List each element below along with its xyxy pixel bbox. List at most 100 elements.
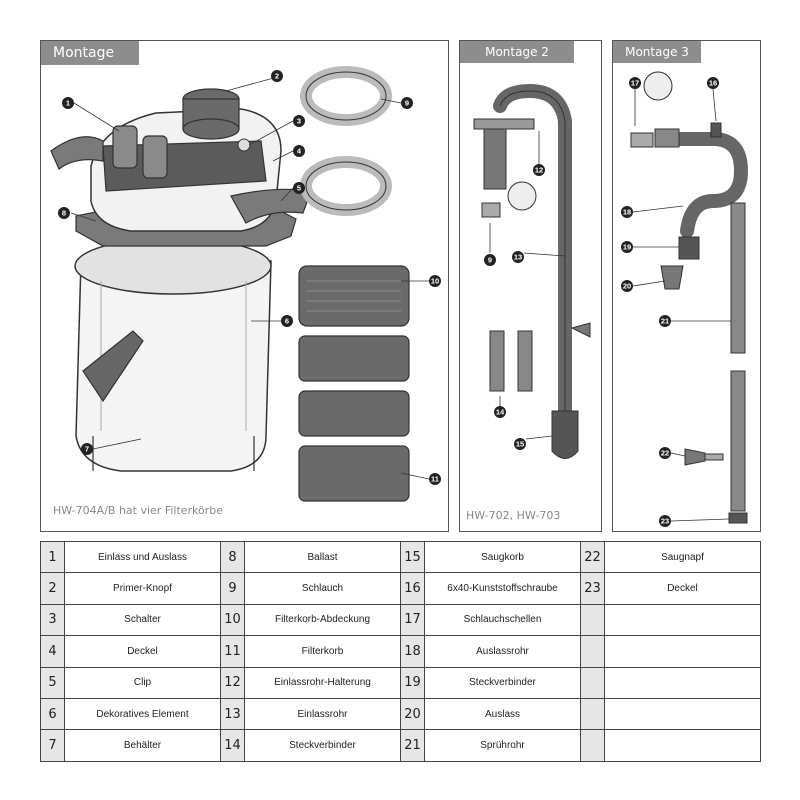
svg-text:13: 13: [514, 253, 522, 262]
part-label: Deckel: [604, 572, 761, 605]
part-label: Deckel: [64, 635, 221, 668]
callout-22: 22: [659, 447, 671, 459]
part-label: 6x40-Kunststoffschraube: [424, 572, 581, 605]
part-number: 16: [400, 572, 425, 605]
callout-18: 18: [621, 206, 633, 218]
part-number: 22: [580, 540, 605, 574]
part-label: Filterkorb-Abdeckung: [244, 603, 401, 637]
callout-6: 6: [281, 315, 293, 327]
hose-clamp-detail: [643, 71, 673, 101]
suction-cup: [684, 448, 706, 466]
part-number: 9: [220, 572, 245, 605]
svg-text:6: 6: [285, 317, 289, 326]
part-number: 21: [400, 729, 425, 762]
part-label: [604, 697, 761, 731]
svg-text:14: 14: [496, 408, 505, 417]
part-number: [580, 635, 605, 668]
part-label: Auslass: [424, 697, 581, 731]
part-number: 17: [400, 603, 425, 637]
filter-basket-3: [298, 445, 410, 502]
montage-1-panel: Montage 1: [40, 40, 449, 532]
callout-3: 3: [293, 115, 305, 127]
spray-bar-upper: [730, 202, 746, 354]
part-number: 15: [400, 540, 425, 574]
connector-b: [517, 330, 533, 392]
callout-9-hose: 9: [401, 97, 413, 109]
callout-4: 4: [293, 145, 305, 157]
montage-2-title: Montage 2: [460, 41, 574, 63]
part-number: 14: [220, 729, 245, 762]
part-label: [604, 666, 761, 699]
svg-text:12: 12: [535, 166, 543, 175]
decorative-element: [82, 330, 144, 403]
strainer: [551, 410, 579, 459]
part-number: 12: [220, 666, 245, 699]
svg-text:4: 4: [297, 147, 302, 156]
callout-7: 7: [81, 443, 93, 455]
svg-text:16: 16: [709, 79, 717, 88]
part-number: [580, 603, 605, 637]
montage-1-illustration: 1 2 3 4 5 8 6 7 9 10 11: [50, 66, 441, 502]
inlet-valve: [112, 125, 138, 169]
part-label: Filterkorb: [244, 635, 401, 668]
part-number: [580, 697, 605, 731]
montage-2-note: HW-702, HW-703: [466, 509, 561, 522]
callout-20: 20: [621, 280, 633, 292]
inlet-tube-holder: [483, 120, 507, 190]
svg-text:21: 21: [661, 317, 669, 326]
outlet-valve: [142, 135, 168, 179]
svg-text:23: 23: [661, 517, 669, 526]
connector-a: [489, 330, 505, 392]
callout-10: 10: [429, 275, 441, 287]
callout-17: 17: [629, 77, 641, 89]
montage-2-panel: Montage 2 12 9 13 14 15 HW-702, HW-703: [459, 40, 602, 532]
svg-text:20: 20: [623, 282, 631, 291]
part-label: Einlass und Auslass: [64, 540, 221, 574]
callout-16: 16: [707, 77, 719, 89]
svg-text:1: 1: [66, 99, 70, 108]
part-label: Saugnapf: [604, 540, 761, 574]
filter-basket-1: [298, 335, 410, 382]
callout-2: 2: [271, 70, 283, 82]
part-number: 2: [40, 572, 65, 605]
end-cap: [728, 512, 748, 524]
montage-3-panel: Montage 3 17 16 18 19 20 21 22 23: [612, 40, 761, 532]
part-label: Einlassrohr-Halterung: [244, 666, 401, 699]
svg-text:22: 22: [661, 449, 669, 458]
suction-cup: [570, 322, 591, 338]
part-label: Primer-Knopf: [64, 572, 221, 605]
callout-19: 19: [621, 241, 633, 253]
part-number: 1: [40, 540, 65, 574]
part-label: Schlauchschellen: [424, 603, 581, 637]
svg-text:7: 7: [85, 445, 89, 454]
svg-text:18: 18: [623, 208, 631, 217]
svg-text:3: 3: [297, 117, 301, 126]
clamp-detail: [507, 181, 537, 211]
callout-1: 1: [62, 97, 74, 109]
callout-13: 13: [512, 251, 524, 263]
callout-9-connector: 9: [484, 254, 496, 266]
part-number: 5: [40, 666, 65, 699]
callout-11: 11: [429, 473, 441, 485]
callout-21: 21: [659, 315, 671, 327]
part-number: 6: [40, 697, 65, 731]
montage-3-title: Montage 3: [613, 41, 701, 63]
callout-8: 8: [58, 207, 70, 219]
montage-3-illustration: 17 16 18 19 20 21 22 23: [621, 71, 749, 527]
part-number: 3: [40, 603, 65, 637]
part-label: Schalter: [64, 603, 221, 637]
part-label: Auslassrohr: [424, 635, 581, 668]
part-number: [580, 666, 605, 699]
part-number: 11: [220, 635, 245, 668]
svg-text:15: 15: [516, 440, 524, 449]
part-label: Einlassrohr: [244, 697, 401, 731]
part-label: Schlauch: [244, 572, 401, 605]
part-number: 20: [400, 697, 425, 731]
svg-text:17: 17: [631, 79, 639, 88]
callout-12: 12: [533, 164, 545, 176]
